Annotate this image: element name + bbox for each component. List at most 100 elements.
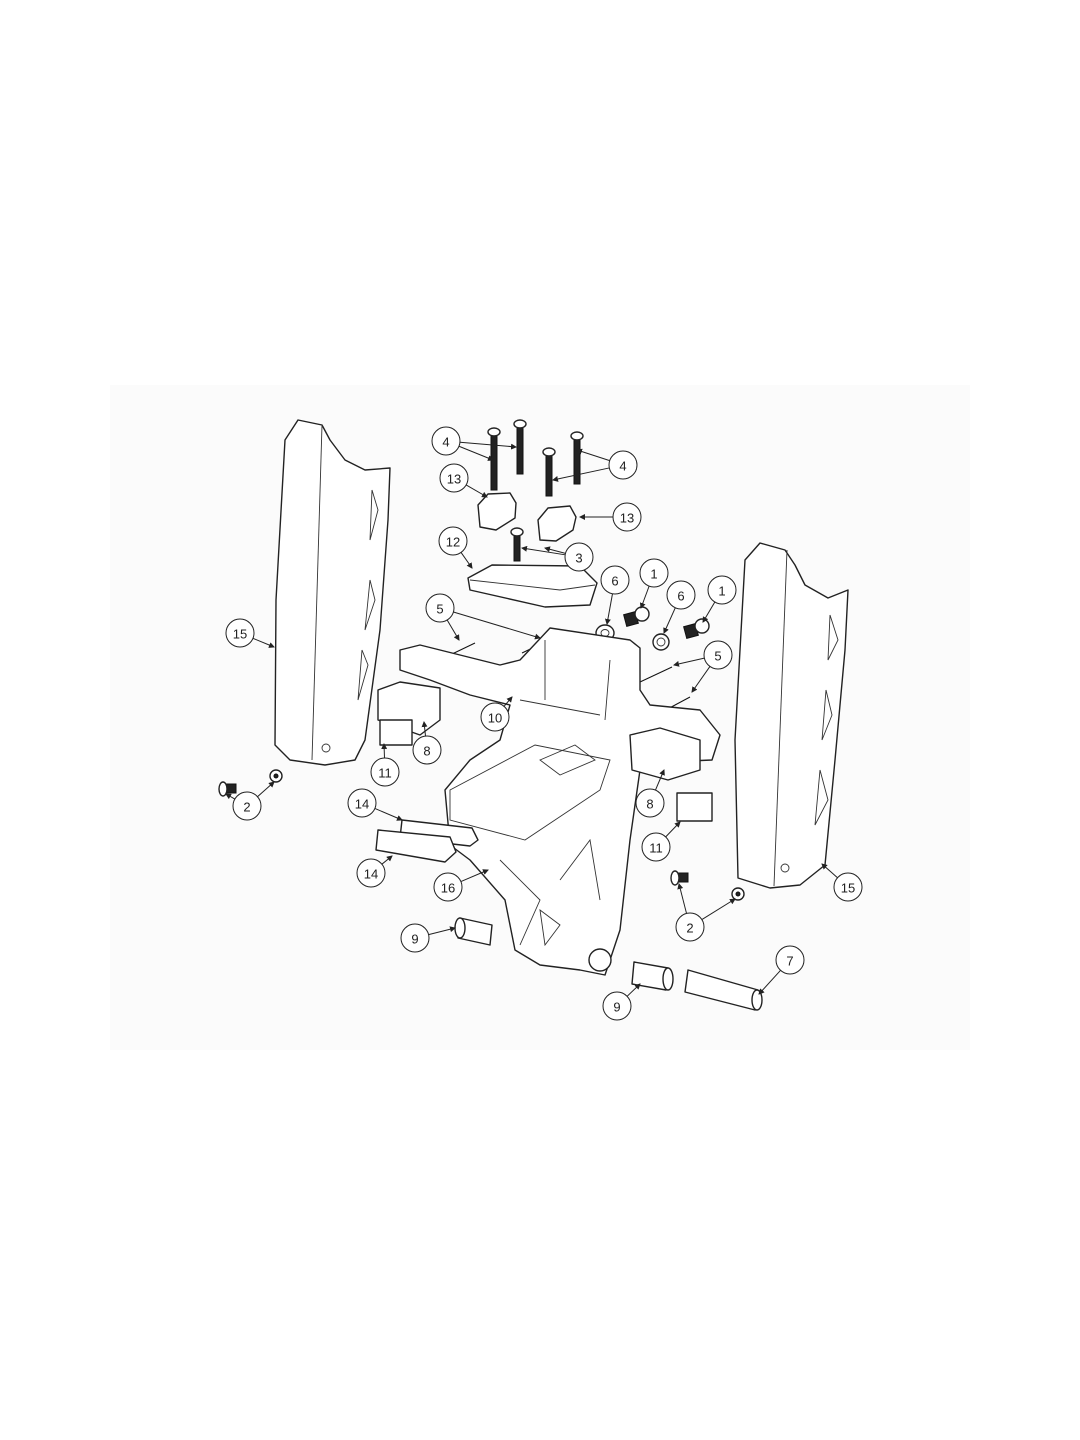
leader-line [458,445,494,461]
balloon-circle [370,757,400,787]
leader-line [576,448,610,462]
balloon-circle [439,463,469,493]
callout-balloon: 5 [703,640,733,670]
callout-label: 14 [364,867,378,882]
plate-12 [467,564,598,608]
leader-line [701,898,736,921]
callout-label: 9 [411,932,418,947]
callout-label: 4 [619,459,626,474]
callout-balloon: 13 [439,463,469,493]
callout-balloon: 1 [639,558,669,588]
callout-balloon: 2 [232,791,262,821]
callout-label: 4 [442,435,449,450]
callout-balloon: 16 [433,872,463,902]
callout-label: 10 [488,711,502,726]
leader-line [691,666,711,693]
callout-label: 15 [233,627,247,642]
balloon-circle [833,872,863,902]
callout-balloon: 2 [675,912,705,942]
leader-line [446,619,460,641]
callout-balloon: 3 [564,542,594,572]
callout-balloon: 15 [225,618,255,648]
callout-label: 1 [650,567,657,582]
leader-line [758,970,781,995]
callout-balloon: 6 [600,565,630,595]
balloon-circle [412,735,442,765]
leader-line [663,607,676,634]
leader-line [381,743,388,759]
balloon-circle [225,618,255,648]
leader-line [460,869,489,882]
balloon-circle [675,912,705,942]
callout-label: 14 [355,797,369,812]
callout-balloon: 14 [347,788,377,818]
callout-balloon: 1 [707,575,737,605]
callout-label: 5 [714,649,721,664]
leader-line [460,552,473,569]
leader-line [225,793,236,800]
balloon-circle [564,542,594,572]
leader-line [257,781,275,798]
leader-line [453,611,541,640]
leader-line [673,657,705,667]
callout-label: 3 [575,551,582,566]
balloon-circle [641,832,671,862]
screws-2 [218,769,745,901]
balloon-circle [425,593,455,623]
callout-label: 6 [611,574,618,589]
leader-line [552,467,610,482]
callout-balloon: 6 [666,580,696,610]
balloon-circle [707,575,737,605]
balloon-circle [232,791,262,821]
balloon-circle [433,872,463,902]
leader-line [381,855,393,865]
leader-line [677,883,688,914]
spacers-14 [375,819,479,863]
leader-line [421,721,428,737]
fork-guard-left [274,419,391,766]
balloon-circle [703,640,733,670]
callout-label: 2 [243,800,250,815]
callout-balloon: 9 [400,923,430,953]
callout-label: 9 [613,1000,620,1015]
balloon-circle [400,923,430,953]
leader-line [544,546,566,554]
leader-line [639,585,650,609]
balloon-circle [480,702,510,732]
leader-line [521,545,566,556]
leader-line [252,637,275,648]
callout-label: 11 [378,766,392,781]
callout-label: 5 [436,602,443,617]
callout-label: 13 [620,511,634,526]
bolts-4 [487,419,584,562]
leader-line [428,926,456,936]
callout-label: 12 [446,535,460,550]
washers-and-bolts [449,606,710,713]
callout-balloon: 7 [775,945,805,975]
leader-line [665,821,681,838]
leader-line [821,863,838,879]
balloon-circle [347,788,377,818]
callout-label: 6 [677,589,684,604]
bushings-and-axle [454,917,763,1011]
callout-balloon: 11 [641,832,671,862]
callout-balloon: 8 [412,735,442,765]
callout-label: 1 [718,584,725,599]
leader-line [655,769,665,791]
callout-balloon: 11 [370,757,400,787]
callout-label: 15 [841,881,855,896]
balloon-circle [600,565,630,595]
callout-label: 8 [423,744,430,759]
callout-balloon: 5 [425,593,455,623]
callout-balloon: 9 [602,991,632,1021]
balloon-circle [635,788,665,818]
callout-label: 7 [786,954,793,969]
frame-assembly [377,627,721,976]
leader-line [702,601,716,623]
fork-guard-right [734,542,849,889]
callout-balloon: 10 [480,702,510,732]
callout-label: 16 [441,881,455,896]
callout-label: 11 [649,841,663,856]
